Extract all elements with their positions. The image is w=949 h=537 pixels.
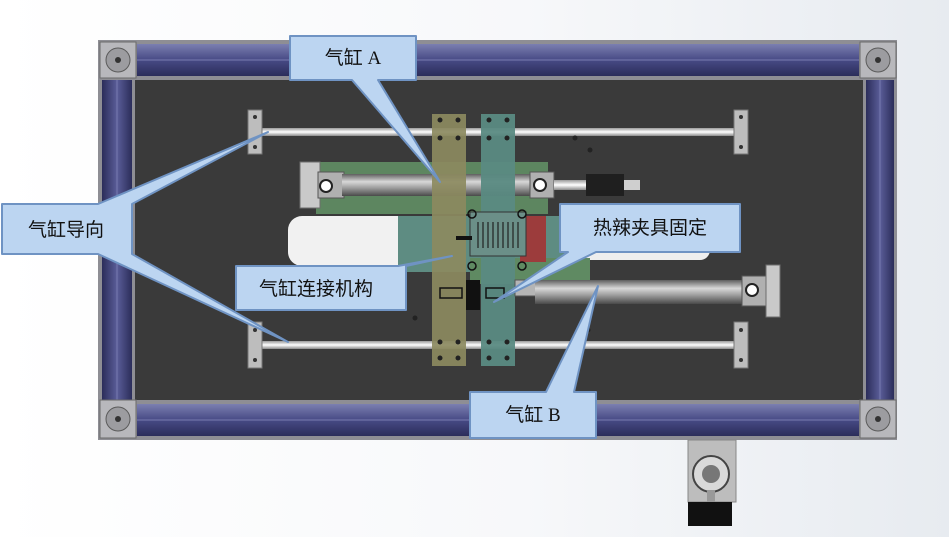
callout-cylinder-a: 气缸 A xyxy=(289,35,441,183)
callout-label-cylinder-b: 气缸 B xyxy=(505,404,560,426)
callout-clamp-fixed: 热辣夹具固定 xyxy=(493,203,741,303)
corner-bracket-bottom-right xyxy=(859,399,897,439)
callout-cylinder-guide: 气缸导向 xyxy=(1,131,289,343)
callout-cylinder-link: 气缸连接机构 xyxy=(235,255,453,311)
callout-label-clamp-fixed: 热辣夹具固定 xyxy=(593,217,707,239)
corner-bracket-top-left xyxy=(99,41,137,79)
cylinder-b xyxy=(514,264,781,318)
callout-cylinder-b: 气缸 B xyxy=(469,285,599,439)
clamp-knob xyxy=(687,439,737,526)
callout-label-cylinder-guide: 气缸导向 xyxy=(28,219,104,241)
corner-bracket-bottom-left xyxy=(99,399,137,439)
corner-bracket-top-right xyxy=(859,41,897,79)
callout-label-cylinder-link: 气缸连接机构 xyxy=(259,278,373,300)
bolt-holes xyxy=(412,117,593,361)
cylinder-connector xyxy=(439,209,527,310)
callout-label-cylinder-a: 气缸 A xyxy=(325,47,382,69)
